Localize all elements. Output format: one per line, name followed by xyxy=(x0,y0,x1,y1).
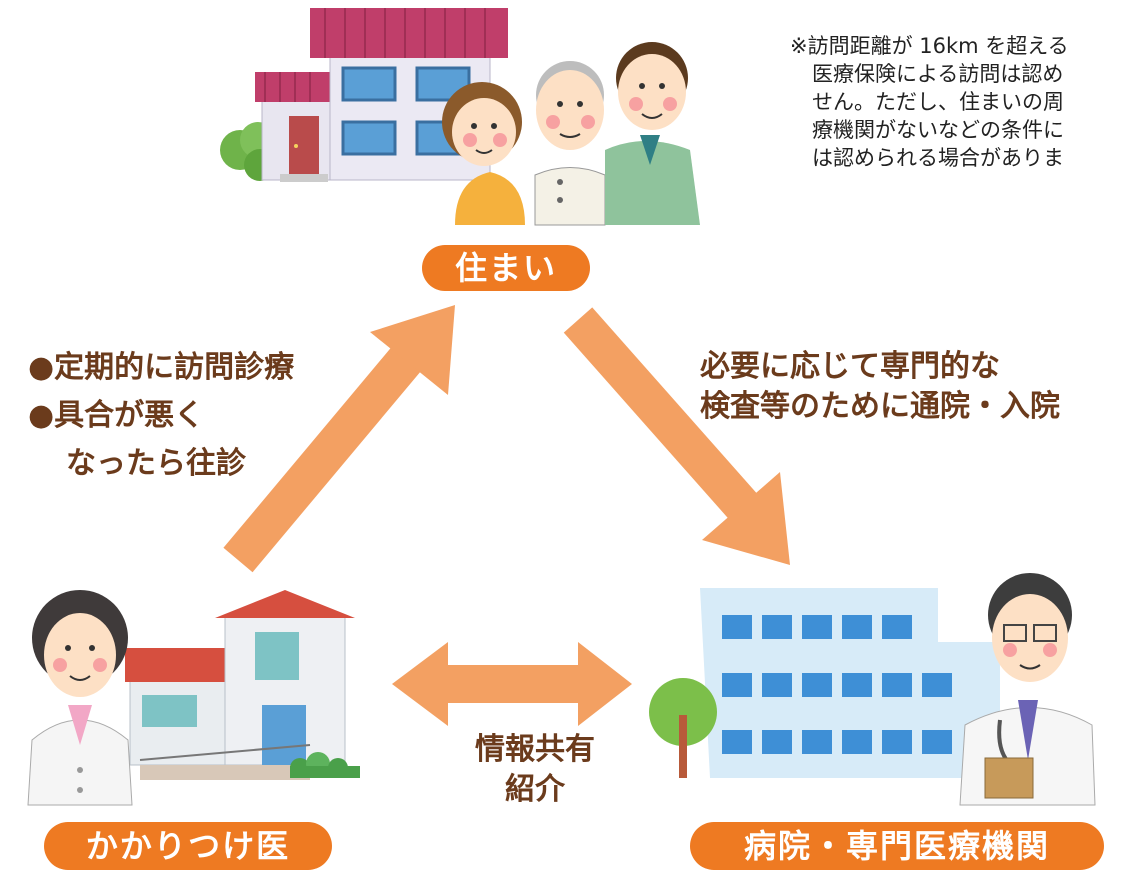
info-sharing-line: 情報共有 xyxy=(475,732,595,767)
home-visit-line: ●定期的に訪問診療 xyxy=(28,350,295,385)
hospital-visit-line-2: 検査等のために通院・入院 xyxy=(700,389,1060,424)
home-visit-text: ●定期的に訪問診療 ●具合が悪く なったら往診 xyxy=(28,348,294,492)
arrow-doctor-to-home xyxy=(223,305,455,573)
house-call-line-2: なったら往診 xyxy=(66,446,246,481)
family-illustration xyxy=(442,42,700,226)
house-illustration xyxy=(220,8,508,182)
distance-note: ※訪問距離が 16km を超える 医療保険による訪問は認め せん。ただし、住まい… xyxy=(790,32,1134,172)
note-line: せん。ただし、住まいの周 xyxy=(812,90,1064,114)
note-line: ※訪問距離が 16km を超える xyxy=(790,34,1069,58)
home-label: 住まい xyxy=(422,245,590,291)
info-sharing-text: 情報共有 紹介 xyxy=(435,730,635,810)
hospital-visit-line: 必要に応じて専門的な xyxy=(700,349,1000,384)
female-doctor-illustration xyxy=(27,590,133,806)
male-doctor-illustration xyxy=(959,573,1096,806)
clinic-illustration xyxy=(125,590,360,780)
arrow-home-to-hospital xyxy=(563,307,790,565)
referral-line: 紹介 xyxy=(505,772,565,807)
family-doctor-label: かかりつけ医 xyxy=(44,822,332,870)
hospital-visit-text: 必要に応じて専門的な 検査等のために通院・入院 xyxy=(700,347,1060,427)
arrow-bidirectional xyxy=(392,642,632,726)
hospital-illustration xyxy=(649,588,1000,778)
note-line: 医療保険による訪問は認め xyxy=(812,62,1064,86)
hospital-label: 病院・専門医療機関 xyxy=(690,822,1104,870)
house-call-line: ●具合が悪く xyxy=(28,398,205,433)
note-line: 療機関がないなどの条件に xyxy=(812,118,1064,142)
note-line: は認められる場合がありま xyxy=(812,146,1064,170)
